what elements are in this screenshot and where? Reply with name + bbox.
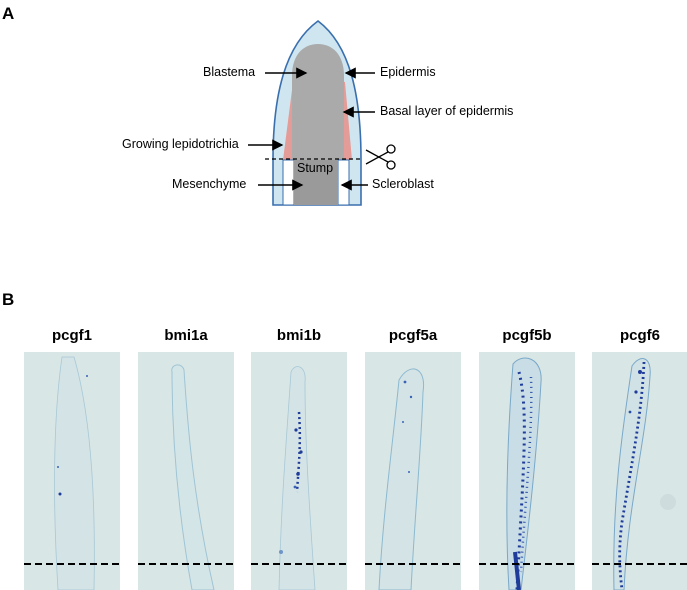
panel-a-letter: A: [2, 4, 15, 23]
label-stump: Stump: [297, 161, 334, 175]
stump-right-ray: [337, 159, 350, 206]
gene-label-pcgf1: pcgf1: [51, 327, 92, 344]
label-basal-layer: Basal layer of epidermis: [380, 104, 514, 118]
label-growing-lepidotrichia: Growing lepidotrichia: [122, 137, 239, 151]
panel-b-letter: B: [2, 290, 15, 309]
label-mesenchyme: Mesenchyme: [172, 177, 247, 191]
gene-label-pcgf5a: pcgf5a: [388, 327, 438, 344]
gene-label-bmi1b: bmi1b: [276, 327, 322, 344]
stump-left-ray: [282, 159, 295, 206]
micrograph-pcgf1: [24, 352, 120, 590]
label-epidermis: Epidermis: [380, 65, 436, 79]
label-blastema: Blastema: [203, 65, 256, 79]
micrograph-pcgf5b: [479, 352, 575, 590]
label-scleroblast: Scleroblast: [372, 177, 434, 191]
gene-label-pcgf5b: pcgf5b: [502, 327, 552, 344]
gene-label-bmi1a: bmi1a: [164, 327, 208, 344]
micrograph-bmi1a: [138, 352, 234, 590]
gene-label-pcgf6: pcgf6: [619, 327, 660, 344]
fin-regeneration-schematic: [248, 20, 396, 206]
micrograph-bmi1b: [251, 352, 347, 590]
scissors-icon: [365, 144, 396, 170]
micrograph-pcgf5a: [365, 352, 461, 590]
micrograph-pcgf6: [592, 352, 687, 590]
